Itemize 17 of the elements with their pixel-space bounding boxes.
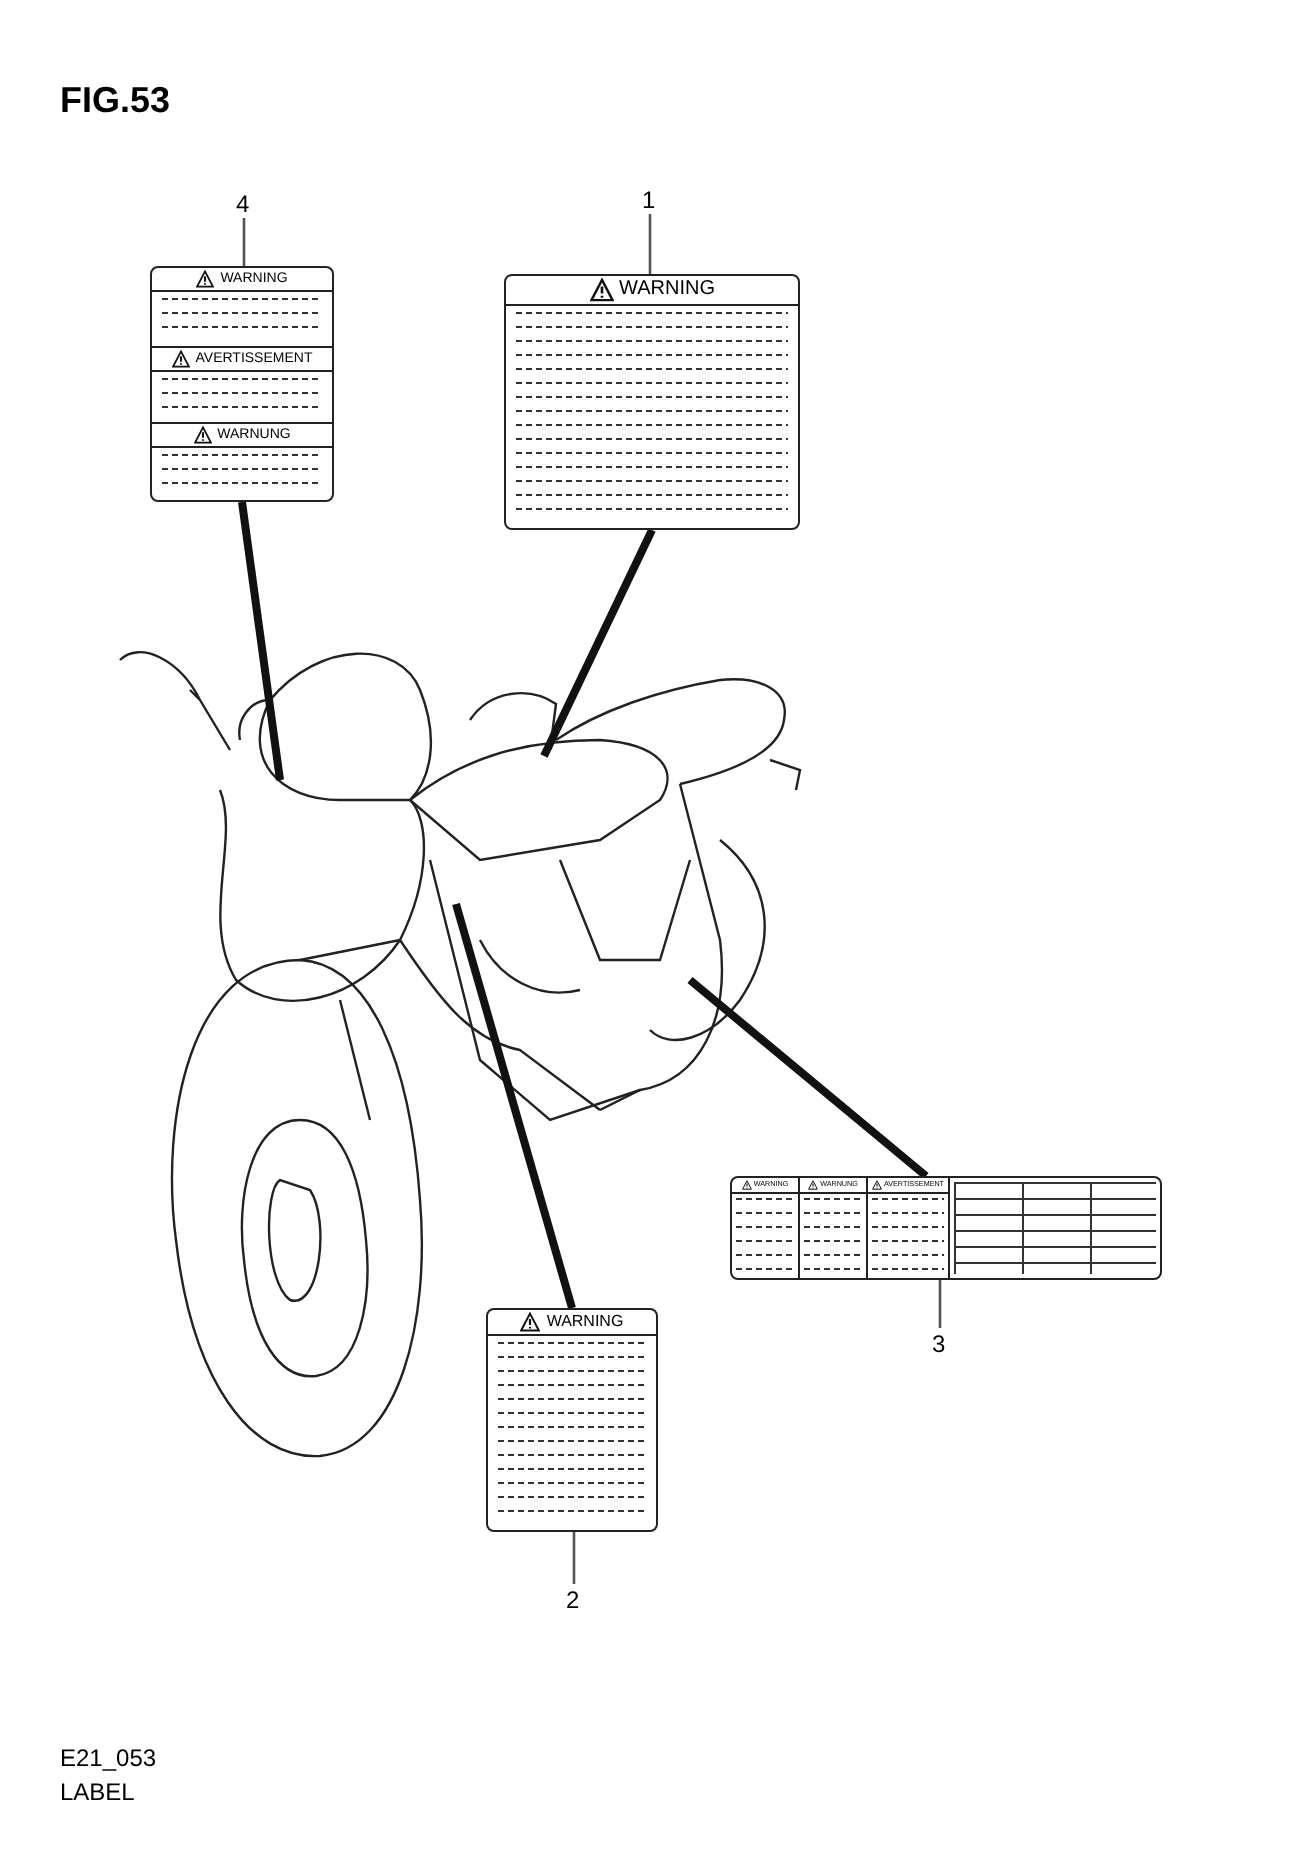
leader-line [238, 501, 284, 781]
leader-line [242, 218, 246, 266]
footer-note: LABEL [60, 1778, 135, 1806]
leader-line [648, 214, 652, 274]
leader-line [687, 976, 929, 1180]
warning-heading: WARNING [619, 278, 715, 302]
warning-heading: WARNING [546, 1312, 624, 1332]
callout-number: 2 [566, 1588, 580, 1612]
callout-number: 4 [236, 192, 250, 216]
callout-number: 1 [642, 188, 656, 212]
callout-number: 3 [932, 1332, 946, 1356]
leader-line [572, 1532, 576, 1584]
footer-note: E21_053 [60, 1744, 157, 1772]
leader-line [540, 528, 656, 758]
leader-line [938, 1280, 942, 1328]
leader-line [452, 902, 576, 1310]
figure-title: FIG.53 [60, 80, 171, 122]
